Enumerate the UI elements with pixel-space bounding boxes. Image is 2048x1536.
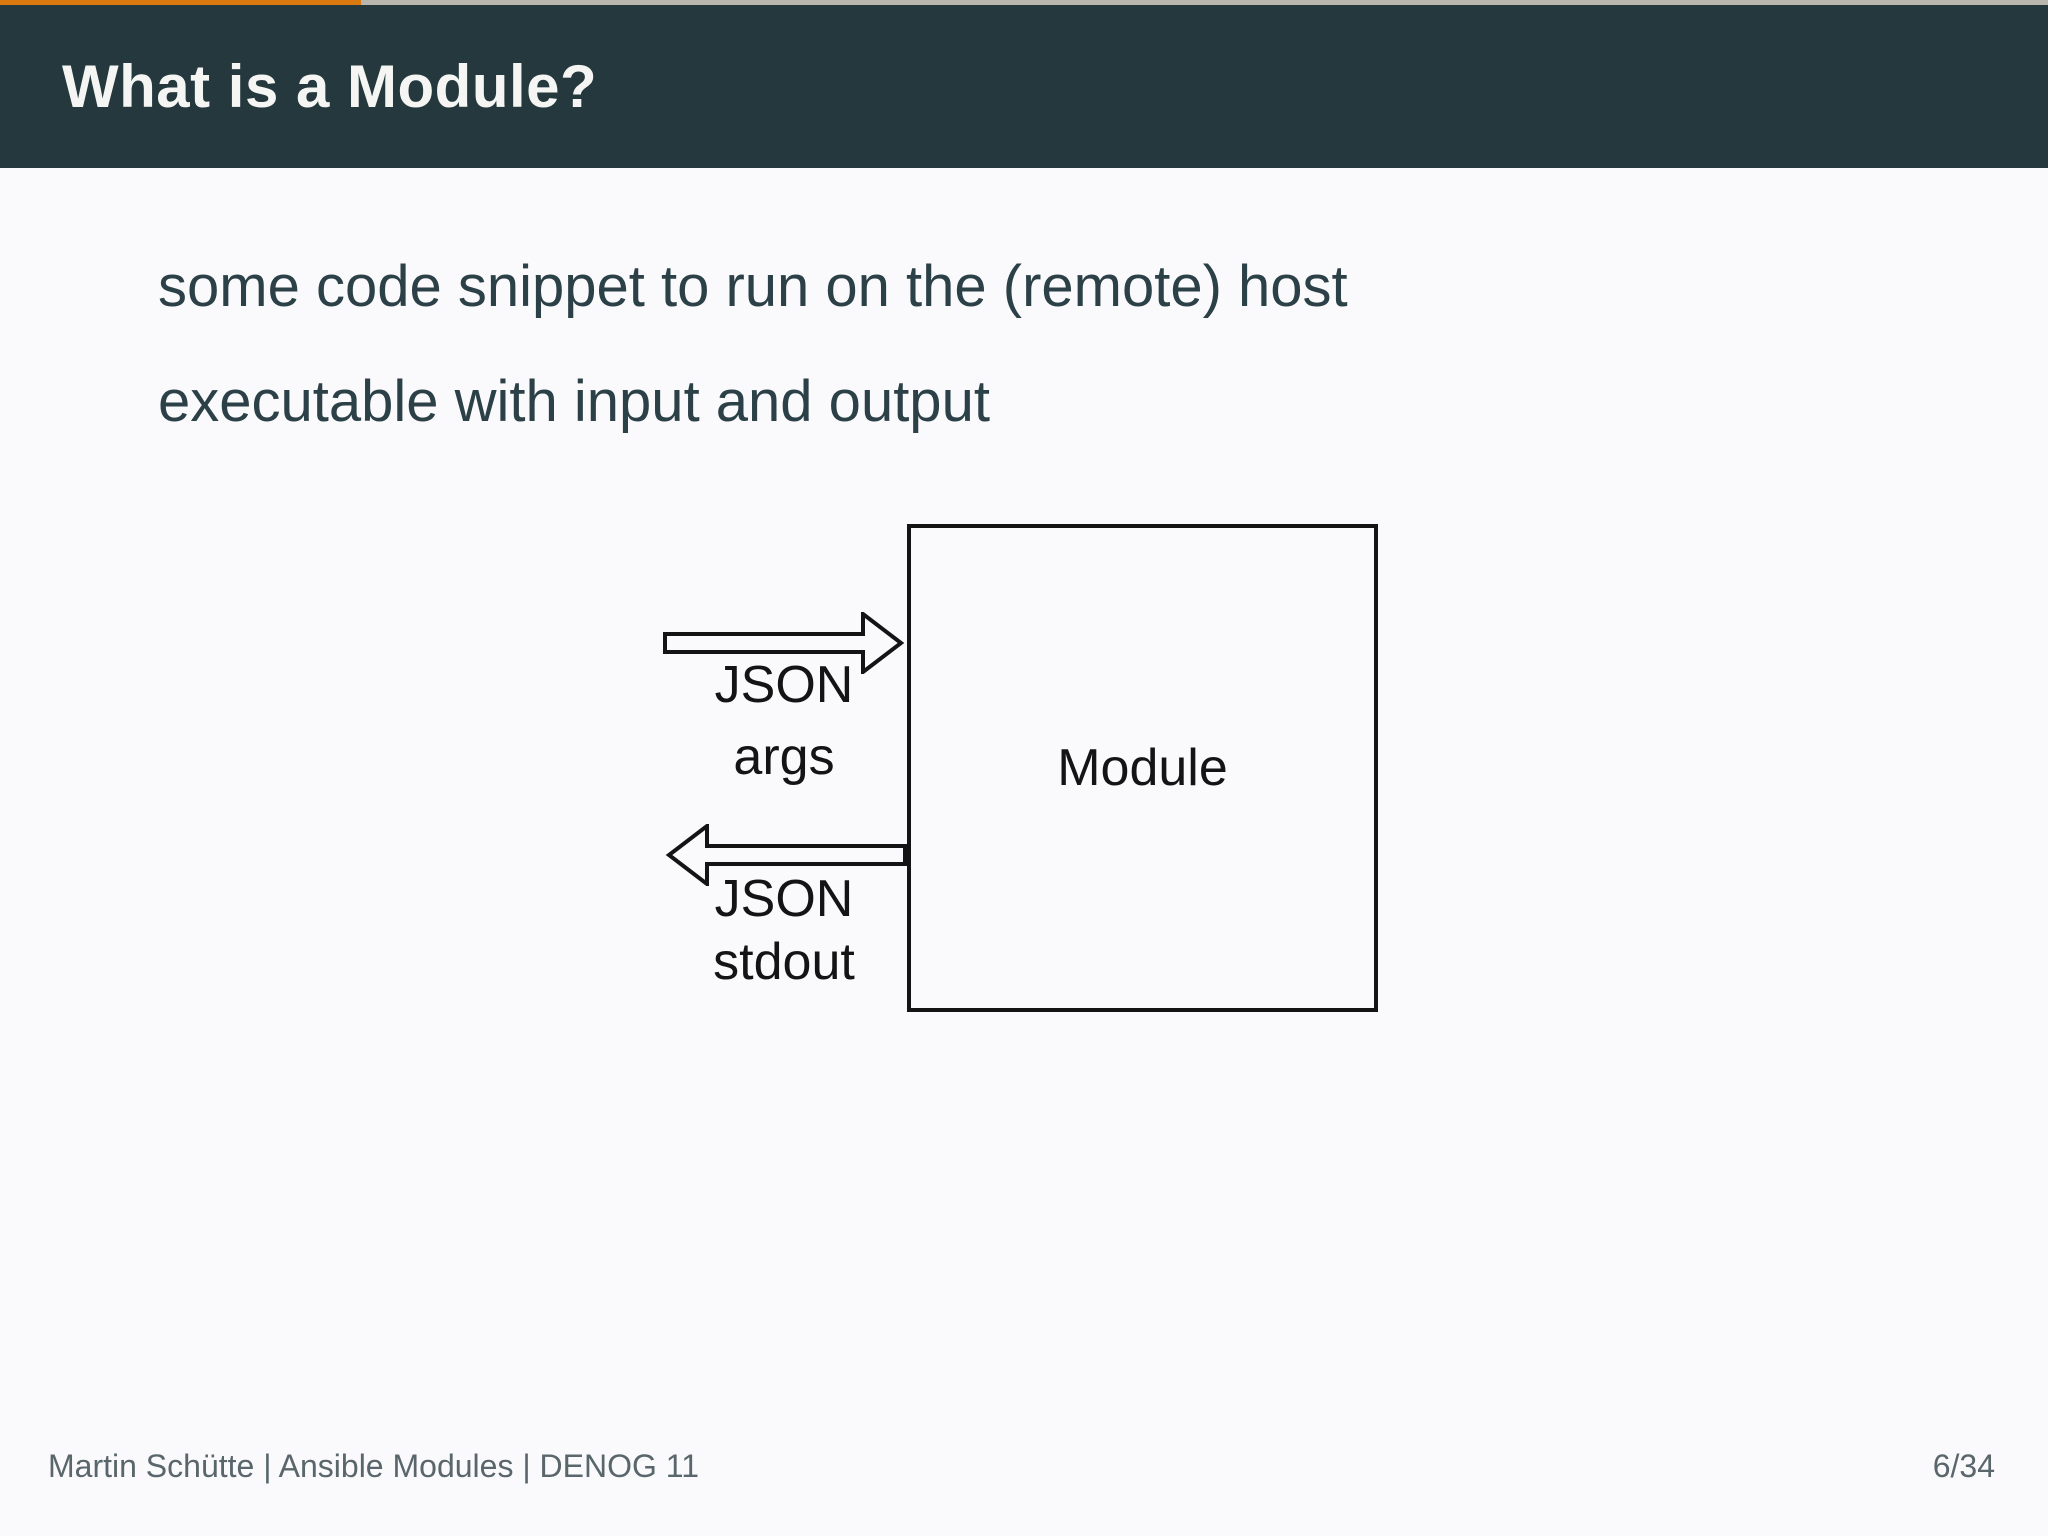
output-arrow-label-json: JSON [714, 870, 854, 928]
page-number: 6/34 [1932, 1448, 1995, 1484]
footer-authors: Martin Schütte | Ansible Modules | DENOG… [48, 1448, 699, 1484]
arrow-left-icon [665, 824, 907, 886]
slide-progress-bar [0, 0, 2048, 5]
input-arrow-label-args: args [733, 728, 835, 786]
body-line-2: executable with input and output [158, 369, 990, 434]
slide-header: What is a Module? [0, 5, 2048, 168]
slide-progress-fill [0, 0, 362, 5]
module-box-label: Module [1057, 739, 1228, 797]
input-arrow-label-json: JSON [714, 656, 854, 714]
module-box: Module [907, 524, 1378, 1012]
body-line-1: some code snippet to run on the (remote)… [158, 254, 1348, 319]
arrow-right-icon [663, 612, 905, 674]
page-title: What is a Module? [62, 53, 598, 120]
output-arrow-label-stdout: stdout [713, 933, 855, 991]
